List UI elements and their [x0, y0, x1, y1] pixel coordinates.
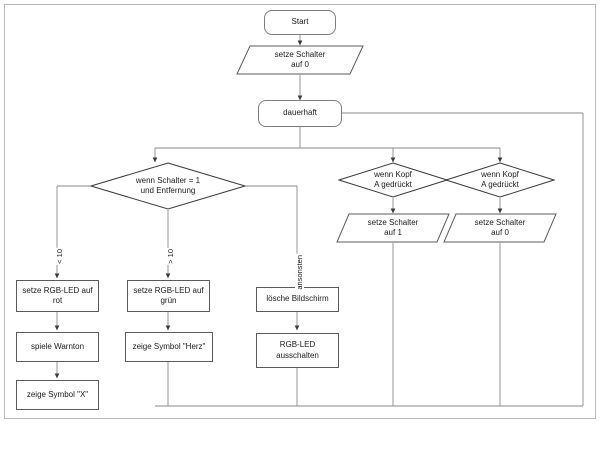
- node-set-switch-1-label: setze Schalter auf 1: [362, 218, 425, 238]
- diamond-shape: [338, 162, 448, 198]
- node-decision-distance[interactable]: wenn Schalter = 1 und Entfernung: [90, 162, 246, 210]
- node-start[interactable]: Start: [264, 10, 336, 35]
- edge-label-otherwise: ansonsten: [295, 254, 304, 291]
- node-init-switch[interactable]: setze Schalter auf 0: [236, 45, 364, 75]
- node-init-switch-line2: auf 0: [291, 60, 309, 69]
- node-loop-forever-label: dauerhaft: [283, 108, 317, 118]
- node-decision-distance-line2: und Entfernung: [140, 186, 196, 195]
- node-init-switch-line1: setze Schalter: [274, 49, 326, 59]
- node-set-switch-0-label: setze Schalter auf 0: [469, 218, 532, 238]
- node-show-symbol-heart-label: zeige Symbol "Herz": [132, 341, 206, 351]
- parallelogram-shape: [443, 213, 557, 243]
- node-decision-head-a-left-line1: wenn Kopf: [374, 169, 412, 179]
- node-led-off-label: RGB-LED ausschalten: [276, 340, 319, 360]
- node-clear-screen-label: lösche Bildschirm: [266, 294, 329, 304]
- node-show-symbol-x[interactable]: zeige Symbol "X": [16, 380, 99, 410]
- node-start-label: Start: [291, 17, 309, 27]
- node-show-symbol-x-label: zeige Symbol "X": [26, 389, 89, 399]
- node-set-switch-0-line2: auf 0: [491, 228, 509, 237]
- node-led-green-label: setze RGB-LED auf grün: [133, 286, 203, 306]
- node-decision-distance-line1: wenn Schalter = 1: [135, 175, 201, 185]
- node-decision-head-a-right-label: wenn Kopf A gedrückt: [477, 170, 523, 190]
- node-led-green-line2: grün: [160, 296, 177, 305]
- node-led-green-line1: setze RGB-LED auf: [133, 285, 204, 295]
- parallelogram-shape: [236, 45, 364, 75]
- node-show-symbol-heart[interactable]: zeige Symbol "Herz": [125, 332, 213, 362]
- node-led-red-line1: setze RGB-LED auf: [22, 285, 93, 295]
- node-led-red-line2: rot: [52, 296, 63, 305]
- node-clear-screen[interactable]: lösche Bildschirm: [256, 287, 339, 312]
- node-led-red-label: setze RGB-LED auf rot: [22, 286, 92, 306]
- footer: cc by Lizenziert unter Creative Commons …: [0, 421, 600, 449]
- node-led-off-line2: ausschalten: [276, 350, 319, 360]
- node-set-switch-1-line2: auf 1: [384, 228, 402, 237]
- node-loop-forever[interactable]: dauerhaft: [258, 100, 342, 127]
- node-decision-head-a-right-line2: A gedrückt: [481, 180, 519, 189]
- node-set-switch-0-line1: setze Schalter: [474, 217, 526, 227]
- node-led-red[interactable]: setze RGB-LED auf rot: [16, 280, 99, 312]
- node-play-warning-tone[interactable]: spiele Warnton: [16, 332, 99, 362]
- node-set-switch-1[interactable]: setze Schalter auf 1: [336, 213, 450, 243]
- node-decision-head-a-left[interactable]: wenn Kopf A gedrückt: [338, 162, 448, 198]
- node-decision-head-a-right[interactable]: wenn Kopf A gedrückt: [445, 162, 555, 198]
- node-led-green[interactable]: setze RGB-LED auf grün: [127, 280, 210, 312]
- edge-label-less-than-10: < 10: [55, 248, 64, 265]
- node-decision-head-a-right-line1: wenn Kopf: [481, 169, 519, 179]
- node-led-off[interactable]: RGB-LED ausschalten: [256, 333, 339, 368]
- node-decision-head-a-left-label: wenn Kopf A gedrückt: [370, 170, 416, 190]
- node-decision-head-a-left-line2: A gedrückt: [374, 180, 412, 189]
- diamond-shape: [90, 162, 246, 210]
- node-play-warning-tone-label: spiele Warnton: [30, 341, 85, 351]
- parallelogram-shape: [336, 213, 450, 243]
- node-led-off-line1: RGB-LED: [279, 340, 316, 350]
- node-set-switch-0[interactable]: setze Schalter auf 0: [443, 213, 557, 243]
- node-init-switch-label: setze Schalter auf 0: [265, 50, 336, 70]
- node-set-switch-1-line1: setze Schalter: [367, 217, 419, 227]
- diamond-shape: [445, 162, 555, 198]
- node-decision-distance-label: wenn Schalter = 1 und Entfernung: [126, 176, 210, 196]
- edge-label-greater-than-10: > 10: [166, 248, 175, 265]
